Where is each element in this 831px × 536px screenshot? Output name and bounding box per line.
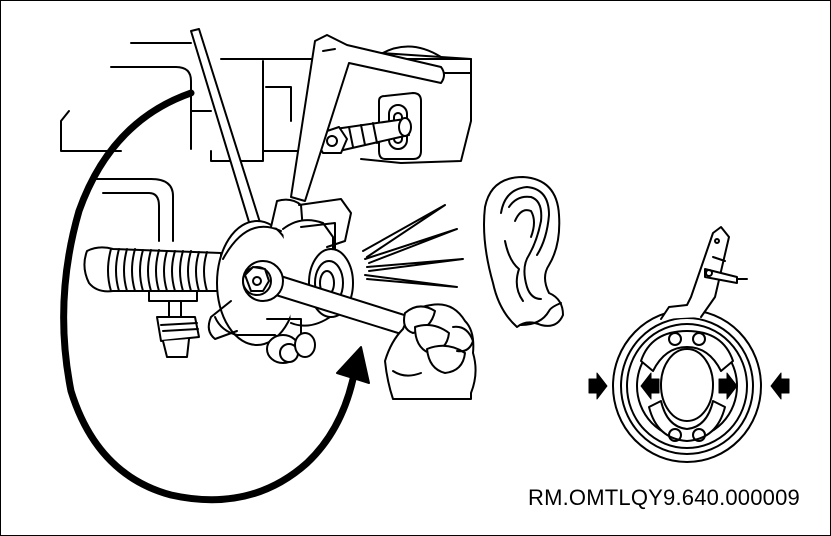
wrench: [242, 260, 418, 338]
lower-nut: [156, 300, 200, 358]
inward-arrow-icon: [588, 372, 790, 400]
hand-icon: [384, 303, 477, 400]
ear-icon: [483, 176, 564, 328]
figure-reference-code: RM.OMTLQY9.640.000009: [527, 485, 800, 510]
brake-shoe-detail: [612, 226, 762, 463]
threaded-rod: [83, 246, 222, 302]
sound-waves-icon: [362, 204, 464, 288]
rotation-arrow-icon: [60, 89, 370, 504]
